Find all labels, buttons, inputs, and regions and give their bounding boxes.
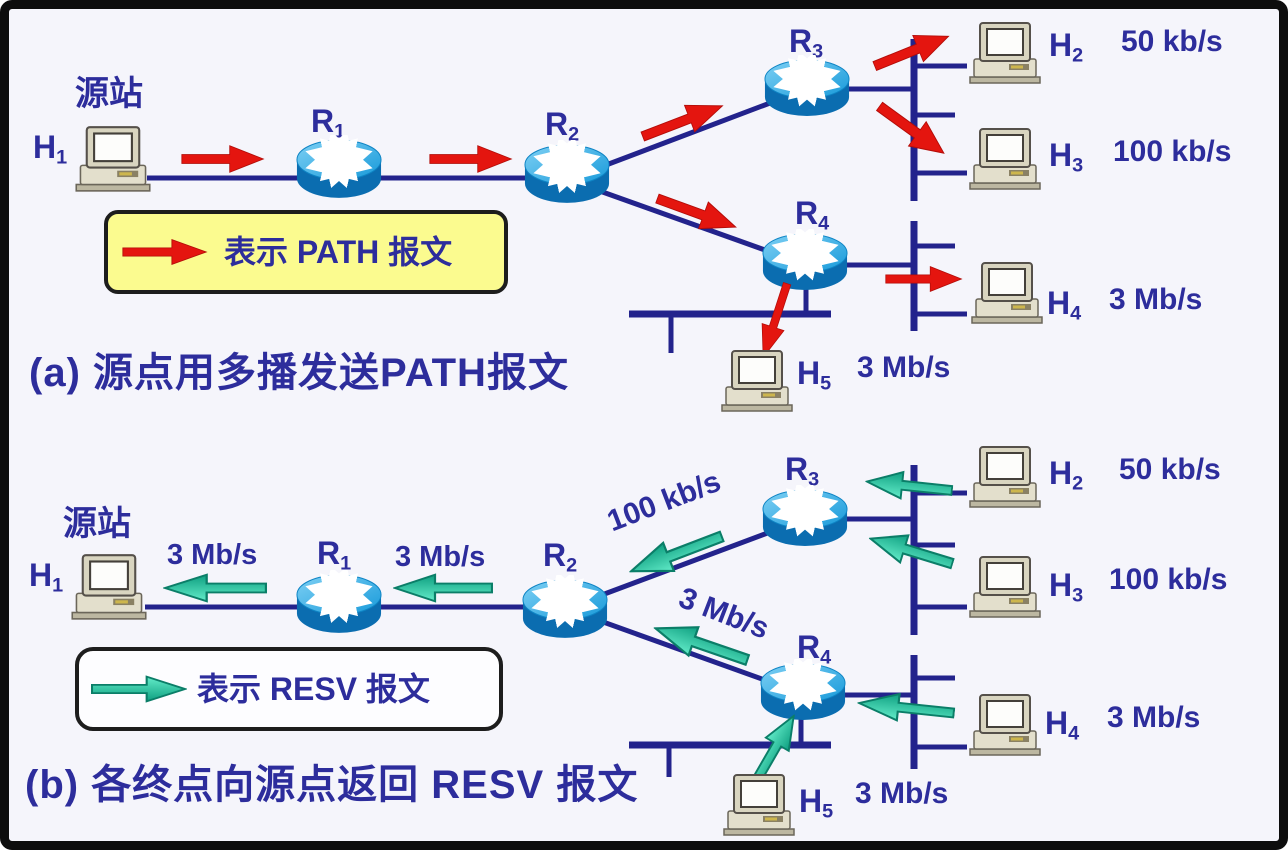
source-station-label-a: 源站 — [75, 75, 143, 113]
computer-icon — [965, 127, 1045, 191]
router-label-r1-b: R1 — [317, 535, 352, 575]
host-label-h1-b: H1 — [29, 557, 64, 597]
router-icon — [761, 485, 849, 549]
host-label-h5-a: H5 — [797, 355, 832, 395]
router-label-r4-a: R4 — [795, 195, 830, 235]
router-label-r3-a: R3 — [789, 23, 824, 63]
resv-message-arrow — [91, 675, 187, 703]
computer-icon — [965, 21, 1045, 85]
host-label-h1-a: H1 — [33, 129, 68, 169]
legend-path-label: 表示 PATH 报文 — [224, 234, 453, 270]
rate-h2-a: 50 kb/s — [1121, 25, 1223, 58]
router-icon — [759, 659, 847, 723]
computer-icon — [719, 773, 799, 837]
resv-rate-r1-r2: 3 Mb/s — [395, 541, 486, 573]
host-label-h3-b: H3 — [1049, 567, 1084, 607]
computer-icon — [717, 349, 797, 413]
resv-message-arrow — [393, 573, 493, 603]
legend-resv-label: 表示 RESV 报文 — [197, 671, 430, 707]
host-label-h4-a: H4 — [1047, 285, 1082, 325]
computer-icon — [967, 261, 1047, 325]
path-message-arrow — [885, 265, 963, 293]
resv-rate-h1-r1: 3 Mb/s — [167, 539, 258, 571]
router-label-r2-a: R2 — [545, 106, 580, 146]
rate-h2-b: 50 kb/s — [1119, 453, 1221, 486]
router-icon — [523, 140, 611, 206]
computer-icon — [965, 445, 1045, 509]
host-label-h3-a: H3 — [1049, 137, 1084, 177]
source-station-label-b: 源站 — [63, 505, 131, 543]
router-label-r2-b: R2 — [543, 537, 578, 577]
router-icon — [521, 575, 609, 641]
resv-message-arrow — [163, 573, 267, 603]
rate-h3-b: 100 kb/s — [1109, 563, 1228, 596]
computer-icon — [965, 693, 1045, 757]
rate-h5-a: 3 Mb/s — [857, 351, 951, 384]
rate-h4-b: 3 Mb/s — [1107, 701, 1201, 734]
rate-h4-a: 3 Mb/s — [1109, 283, 1203, 316]
path-message-arrow — [181, 144, 265, 174]
host-label-h2-b: H2 — [1049, 455, 1084, 495]
router-icon — [295, 135, 383, 201]
router-label-r4-b: R4 — [797, 629, 832, 669]
computer-icon — [965, 555, 1045, 619]
router-icon — [295, 570, 383, 636]
host-label-h5-b: H5 — [799, 783, 834, 823]
path-message-arrow — [122, 238, 208, 266]
router-label-r3-b: R3 — [785, 451, 820, 491]
host-label-h4-b: H4 — [1045, 705, 1080, 745]
legend-path: 表示 PATH 报文 — [104, 210, 508, 294]
computer-icon — [71, 125, 155, 193]
host-label-h2-a: H2 — [1049, 27, 1084, 67]
router-icon — [763, 55, 851, 119]
rate-h5-b: 3 Mb/s — [855, 777, 949, 810]
computer-icon — [67, 553, 151, 621]
legend-resv: 表示 RESV 报文 — [75, 647, 503, 731]
rate-h3-a: 100 kb/s — [1113, 135, 1232, 168]
caption-b: (b) 各终点向源点返回 RESV 报文 — [25, 763, 639, 807]
router-label-r1-a: R1 — [311, 103, 346, 143]
caption-a: (a) 源点用多播发送PATH报文 — [29, 351, 569, 395]
path-message-arrow — [429, 144, 513, 174]
